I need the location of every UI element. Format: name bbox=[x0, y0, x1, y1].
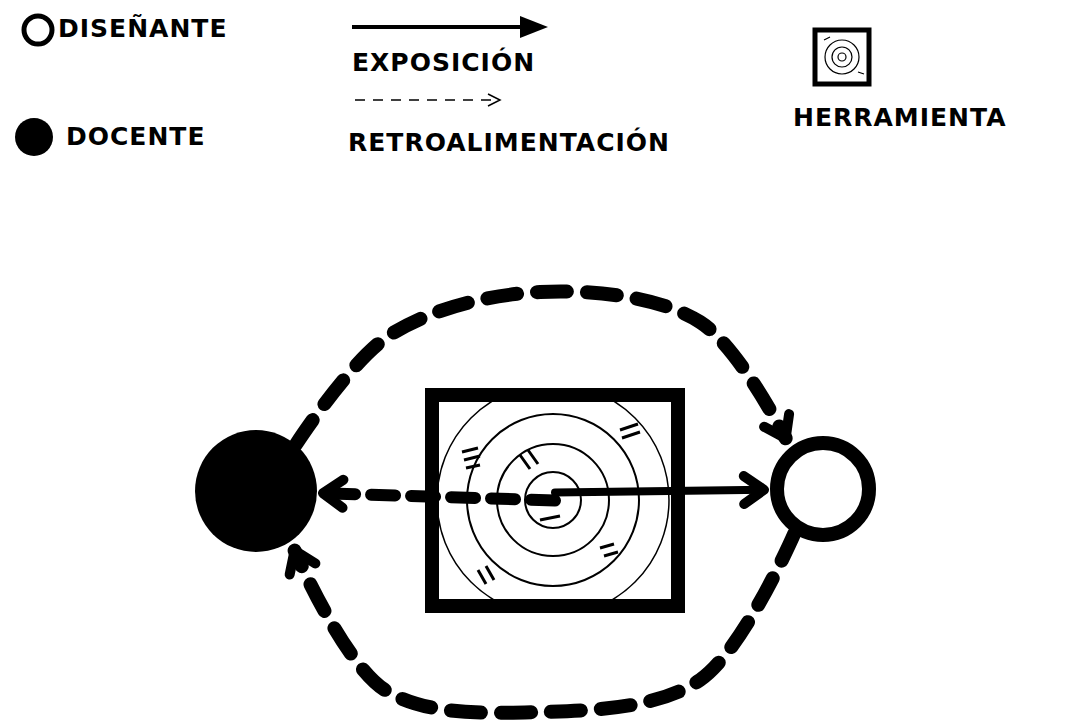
filled-circle-sample bbox=[15, 118, 53, 156]
dashed-arrow-sample bbox=[355, 94, 500, 106]
feedback-arrow bbox=[323, 493, 555, 500]
exposition-arrow bbox=[555, 490, 764, 493]
feedback-arc bbox=[296, 292, 786, 445]
open-circle bbox=[777, 443, 869, 535]
solid-arrow-sample bbox=[352, 16, 548, 38]
tool-square bbox=[425, 388, 685, 613]
feedback-arc bbox=[295, 534, 795, 713]
filled-circle bbox=[195, 430, 317, 552]
tool-icon-sample bbox=[815, 30, 869, 84]
legend-label: DOCENTE bbox=[66, 122, 205, 152]
filled-circle-outline bbox=[195, 430, 317, 552]
legend-label: RETROALIMENTACIÓN bbox=[348, 128, 670, 158]
target-sketch bbox=[439, 402, 669, 599]
teacher-circle bbox=[195, 430, 317, 552]
open-circle-outline bbox=[770, 436, 876, 542]
open-circle-sample bbox=[24, 16, 52, 44]
designer-circle bbox=[770, 436, 876, 542]
legend-label: HERRAMIENTA bbox=[793, 103, 1007, 133]
legend-label: EXPOSICIÓN bbox=[352, 48, 535, 78]
legend-label: DISEÑANTE bbox=[58, 14, 227, 44]
